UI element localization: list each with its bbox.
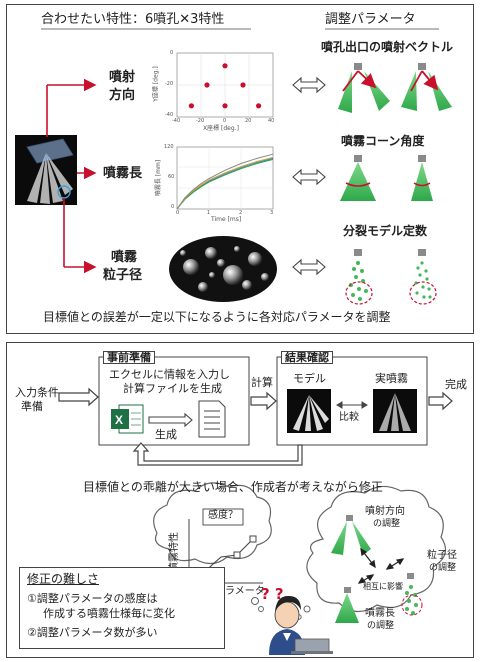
cloud-y-label: 噴霧特性 xyxy=(169,532,180,572)
cone-angle-nozzles xyxy=(340,155,433,201)
vector-nozzles xyxy=(338,63,452,113)
length-ytick-6: 120 xyxy=(164,144,174,150)
thought-cloud-left xyxy=(153,482,272,612)
dir-adjust-l1: 噴射方向 xyxy=(365,506,405,517)
loop-text: 目標値との乖離が大きい場合、作成者が考えながら修正 xyxy=(83,480,383,494)
loop-arrow xyxy=(132,442,303,466)
left-title: 合わせたい特性：6噴孔✕3特性 xyxy=(41,12,225,27)
top-panel: 合わせたい特性：6噴孔✕3特性 調整パラメータ 噴射 方向 噴霧長 噴霧 粒子径… xyxy=(6,4,474,334)
bottom-diagram: X xyxy=(58,356,453,655)
thought-cloud-right xyxy=(296,485,447,623)
done-label: 完成 xyxy=(445,378,467,391)
direction-xlabel: X座標 [deg.] xyxy=(203,125,239,132)
scatter-point xyxy=(204,82,210,88)
breakup-nozzles xyxy=(345,249,437,305)
length-xtick-3: 3 xyxy=(270,210,274,216)
svg-text:X: X xyxy=(115,413,123,427)
input-arrow xyxy=(58,387,99,407)
calc-label: 計算 xyxy=(251,376,273,389)
compare-arrow xyxy=(336,401,368,409)
length-ytick-3: 60 xyxy=(168,174,175,180)
row3-label-l1: 噴霧 xyxy=(111,250,138,265)
difficulty-item2: ②調整パラメータ数が多い xyxy=(27,626,158,639)
excel-icon: X xyxy=(111,404,144,434)
difficulty-title: 修正の難しさ xyxy=(27,572,100,586)
direction-ytick-0: 0 xyxy=(170,50,174,56)
scatter-point xyxy=(240,82,246,88)
person-illustration xyxy=(269,595,333,655)
difficulty-item1-l2: 作成する噴霧仕様毎に変化 xyxy=(43,607,175,620)
scatter-point xyxy=(256,103,262,109)
red-connectors xyxy=(46,78,97,274)
direction-xtick-2: 0 xyxy=(223,118,227,124)
model-image xyxy=(287,389,331,433)
generate-label: 生成 xyxy=(155,428,177,441)
sensitivity-label: 感度？ xyxy=(208,510,238,521)
param-row3: 分裂モデル定数 xyxy=(343,224,428,238)
length-plot xyxy=(176,146,274,210)
direction-xtick-1: -20 xyxy=(196,118,205,124)
row2-label: 噴霧長 xyxy=(103,166,143,181)
compare-label: 比較 xyxy=(339,412,359,423)
mutual-label: 相互に影響 xyxy=(363,582,403,591)
direction-plot xyxy=(176,52,274,118)
row3-label-l2: 粒子径 xyxy=(103,268,143,283)
row1-label-l2: 方向 xyxy=(109,88,136,103)
param-row1: 噴孔出口の噴射ベクトル xyxy=(321,40,454,54)
row1-label-l1: 噴射 xyxy=(109,70,136,85)
model-label: モデル xyxy=(293,372,326,385)
dir-adjust-l2: の調整 xyxy=(373,519,401,529)
len-adjust-l1: 噴霧長 xyxy=(365,608,395,619)
real-spray-image xyxy=(373,389,417,433)
top-footer: 目標値との誤差が一定以下になるように各対応パラメータを調整 xyxy=(43,310,391,324)
scatter-point xyxy=(222,63,228,69)
direction-xtick-4: 40 xyxy=(268,118,275,124)
done-arrow xyxy=(428,391,453,411)
question-marks: ? ? xyxy=(261,585,284,603)
direction-xtick-3: 20 xyxy=(245,118,252,124)
length-series-line xyxy=(176,153,274,210)
cloud-x-label: 調整パラメータ xyxy=(195,586,265,597)
length-ylabel: 噴霧長 [mm] xyxy=(155,159,163,197)
input-label-l2: 準備 xyxy=(21,400,43,413)
direction-ylabel: Y座標 [deg.] xyxy=(152,66,160,102)
length-xtick-1: 1 xyxy=(207,210,211,216)
droplet-photo xyxy=(169,236,277,302)
size-adjust-l2: の調整 xyxy=(429,563,457,573)
direction-ytick-2: -40 xyxy=(165,112,174,118)
length-series-line xyxy=(176,156,274,210)
document-icon xyxy=(198,400,226,438)
real-label: 実噴霧 xyxy=(375,372,408,385)
length-series-line xyxy=(176,158,274,210)
prep-text-l2: 計算ファイルを生成 xyxy=(123,382,222,395)
right-title: 調整パラメータ xyxy=(325,12,416,27)
scatter-point xyxy=(222,103,228,109)
double-arrows xyxy=(292,76,326,276)
input-label-l1: 入力条件 xyxy=(15,386,59,399)
difficulty-item1-l1: ①調整パラメータの感度は xyxy=(27,592,158,605)
spray-photo xyxy=(15,135,77,205)
result-box-title: 結果確認 xyxy=(281,351,333,364)
prep-text-l1: エクセルに情報を入力し xyxy=(109,368,230,381)
bottom-panel: X xyxy=(6,342,474,658)
generate-arrow xyxy=(148,412,193,428)
scatter-point xyxy=(188,103,194,109)
size-adjust-l1: 粒子径 xyxy=(427,550,457,561)
length-ytick-0: 0 xyxy=(171,204,175,210)
length-xlabel: Time [ms] xyxy=(211,216,242,223)
direction-ytick-1: -20 xyxy=(165,81,174,87)
param-row2: 噴霧コーン角度 xyxy=(341,134,425,148)
difficulty-box xyxy=(19,567,225,649)
prep-box-title: 事前準備 xyxy=(103,351,155,364)
length-xtick-0: 0 xyxy=(176,210,180,216)
calc-arrow xyxy=(250,391,277,411)
direction-xtick-0: -40 xyxy=(172,118,181,124)
length-xtick-2: 2 xyxy=(239,210,243,216)
top-diagram xyxy=(15,28,452,305)
len-adjust-l2: の調整 xyxy=(367,621,395,631)
